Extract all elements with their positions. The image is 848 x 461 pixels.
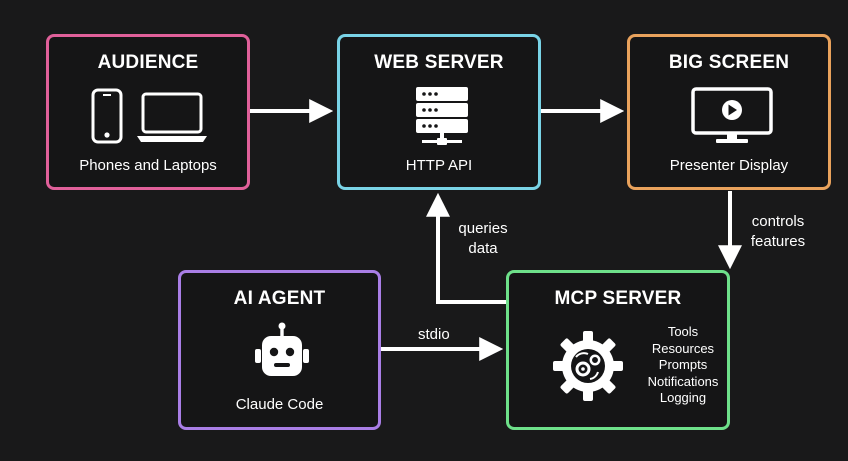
big-screen-subtitle: Presenter Display [669, 157, 789, 174]
robot-icon [255, 322, 309, 376]
arrow-mcp-to-web [426, 192, 506, 304]
monitor-play-icon [691, 87, 773, 143]
edge-label-controls-features: controls features [750, 213, 806, 250]
laptop-icon [137, 92, 207, 142]
edge-label-queries-data: queries data [458, 220, 508, 257]
feature-notifications: Notifications [647, 373, 719, 389]
feature-resources: Resources [651, 340, 715, 356]
audience-title: AUDIENCE [97, 52, 199, 73]
ai-agent-subtitle: Claude Code [235, 396, 324, 413]
web-server-node: WEB SERVER HTTP API [337, 34, 541, 190]
gears-icon [553, 331, 623, 401]
feature-logging: Logging [659, 390, 707, 405]
mcp-feature-list: Tools Resources Prompts Notifications Lo… [637, 324, 729, 407]
mcp-server-node: MCP SERVER Tools Resources Prompts Notif… [506, 270, 730, 430]
edge-label-stdio: stdio [418, 326, 450, 343]
feature-prompts: Prompts [658, 357, 708, 372]
web-server-subtitle: HTTP API [405, 157, 473, 174]
mcp-server-title: MCP SERVER [554, 288, 682, 309]
server-icon [416, 87, 468, 145]
web-server-title: WEB SERVER [374, 52, 504, 73]
big-screen-title: BIG SCREEN [668, 52, 790, 73]
audience-node: AUDIENCE Phones and Laptops [46, 34, 250, 190]
feature-tools: Tools [667, 324, 699, 339]
phone-icon [91, 88, 123, 144]
ai-agent-node: AI AGENT Claude Code [178, 270, 381, 430]
big-screen-node: BIG SCREEN Presenter Display [627, 34, 831, 190]
ai-agent-title: AI AGENT [233, 288, 326, 309]
audience-subtitle: Phones and Laptops [79, 157, 217, 174]
